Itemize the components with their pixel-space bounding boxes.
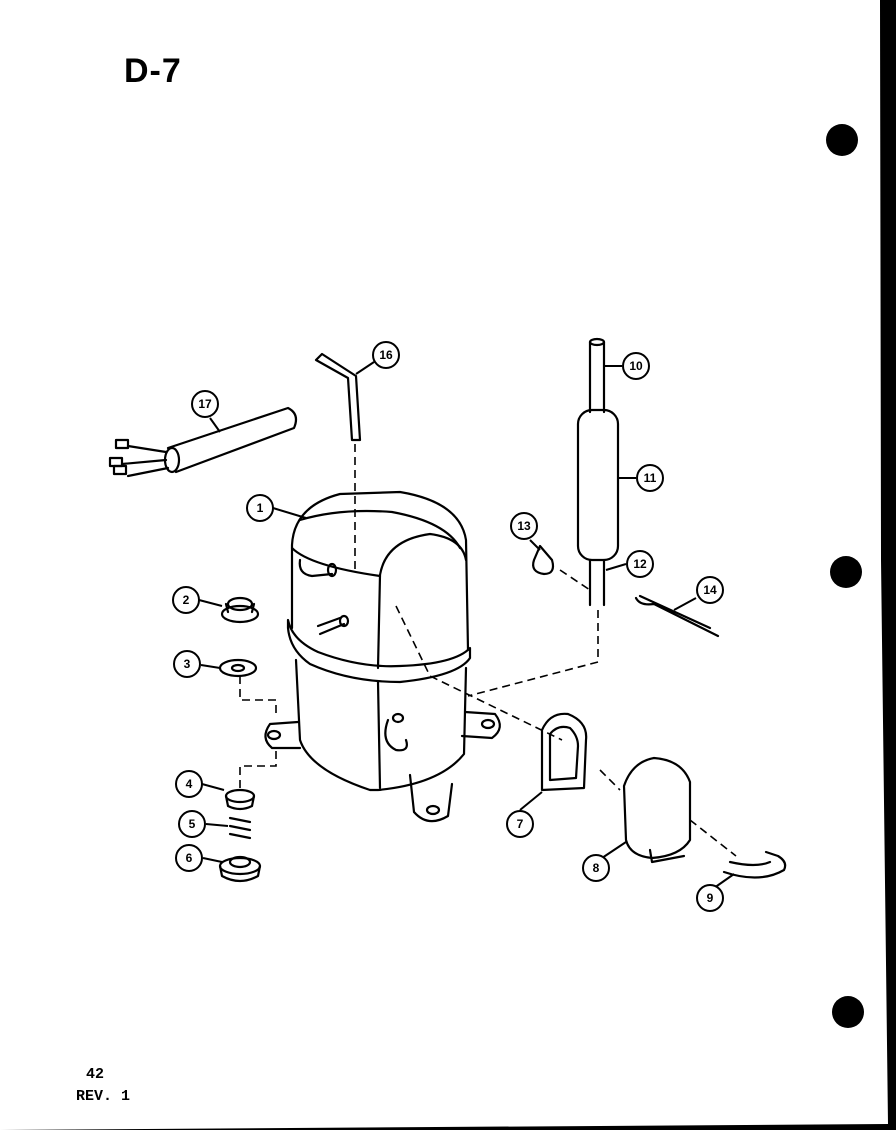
process-tube-drawing	[314, 352, 362, 442]
callout-circle-12	[626, 550, 654, 578]
callout-number-4: 4	[186, 777, 193, 791]
callout-circle-1	[246, 494, 274, 522]
callout-number-16: 16	[379, 348, 393, 362]
callout-number-13: 13	[517, 519, 531, 533]
mounting-stack-drawing	[218, 788, 262, 883]
callout-number-7: 7	[517, 817, 524, 831]
callout-circle-3	[173, 650, 201, 678]
callout-number-17: 17	[198, 397, 212, 411]
callout-number-6: 6	[186, 851, 193, 865]
binder-hole	[826, 124, 858, 156]
callout-circle-9	[696, 884, 724, 912]
callout-leaders	[198, 361, 735, 889]
drier-clip-drawing	[532, 544, 555, 576]
callout-circle-10	[622, 352, 650, 380]
callout-number-8: 8	[593, 861, 600, 875]
page-number: 42	[86, 1066, 105, 1083]
callout-number-3: 3	[184, 657, 191, 671]
callout-circle-5	[178, 810, 206, 838]
terminal-cover-drawing	[622, 756, 692, 860]
callout-number-1: 1	[257, 501, 264, 515]
callout-circle-13	[510, 512, 538, 540]
callout-circle-7	[506, 810, 534, 838]
callout-number-10: 10	[629, 359, 643, 373]
callout-circle-6	[175, 844, 203, 872]
callout-circle-16	[372, 341, 400, 369]
grommet-nut-drawing	[220, 596, 260, 624]
callout-number-9: 9	[707, 891, 714, 905]
callout-circle-8	[582, 854, 610, 882]
power-cord-drawing	[108, 406, 298, 478]
callout-number-5: 5	[189, 817, 196, 831]
callout-circle-14	[696, 576, 724, 604]
drier-drawing	[576, 337, 620, 607]
terminal-gasket-drawing	[540, 712, 588, 792]
pin-drawing	[634, 594, 720, 638]
callout-number-2: 2	[183, 593, 190, 607]
callout-circle-17	[191, 390, 219, 418]
binder-hole	[832, 996, 864, 1028]
page-label: D-7	[124, 52, 182, 90]
bale-strap-drawing	[722, 850, 787, 879]
callout-circle-4	[175, 770, 203, 798]
assembly-lines	[239, 444, 737, 857]
callout-circle-2	[172, 586, 200, 614]
revision-label: REV. 1	[76, 1088, 131, 1105]
callout-number-12: 12	[633, 557, 647, 571]
callout-number-14: 14	[703, 583, 717, 597]
compressor-drawing	[264, 490, 501, 823]
callout-circle-11	[636, 464, 664, 492]
callout-number-11: 11	[644, 471, 657, 485]
binder-hole	[830, 556, 862, 588]
